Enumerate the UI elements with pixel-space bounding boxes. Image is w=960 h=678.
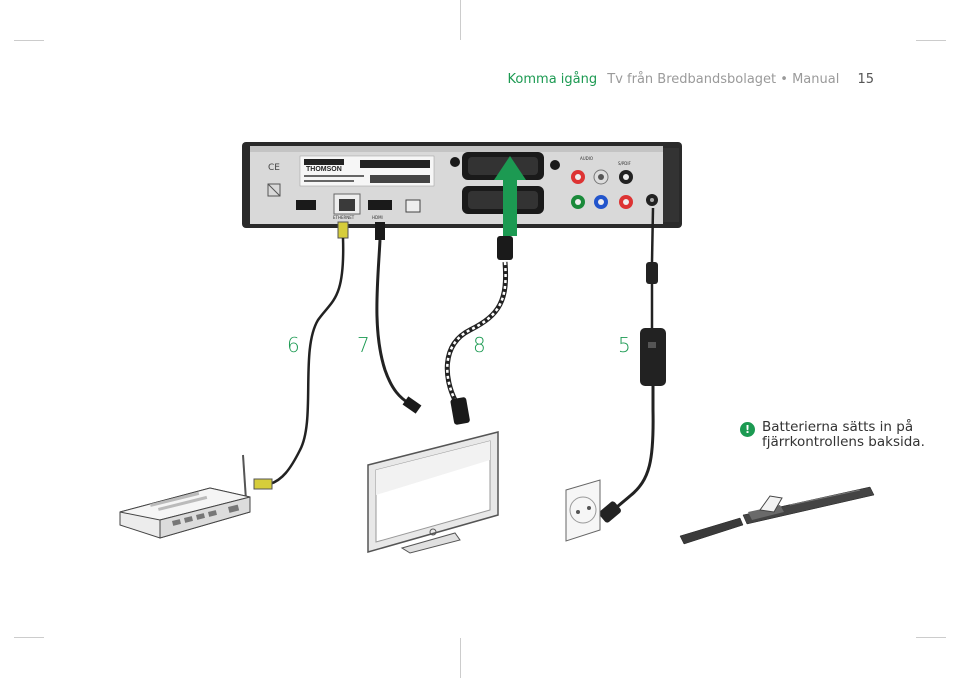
battery-note: ! Batterierna sätts in på fjärrkontrolle…: [740, 420, 930, 450]
crop-mark: [460, 0, 461, 40]
crop-mark: [14, 637, 44, 638]
power-cable: [599, 207, 666, 523]
battery-note-text: Batterierna sätts in på fjärrkontrollens…: [762, 419, 925, 450]
page-number: 15: [857, 72, 874, 87]
crop-mark: [916, 637, 946, 638]
brand-label: THOMSON: [306, 166, 342, 173]
spdif-label: S/PDIF: [618, 161, 632, 166]
ethernet-cable: [253, 221, 349, 490]
svg-text:CE: CE: [268, 163, 280, 173]
crop-mark: [916, 40, 946, 41]
crop-mark: [14, 40, 44, 41]
hdmi-label: HDMI: [372, 215, 383, 220]
scart-cable: [444, 236, 513, 425]
set-top-box: THOMSON CE ETHERNET HDMI AUDIO S/PDIF: [242, 142, 682, 228]
tv: [367, 431, 499, 554]
ethernet-label: ETHERNET: [333, 215, 355, 220]
step-number-5: 5: [618, 333, 631, 357]
step-number-8: 8: [473, 333, 486, 357]
step-number-6: 6: [287, 333, 300, 357]
hdmi-cable: [375, 222, 422, 414]
section-title: Komma igång: [507, 72, 598, 87]
router: [119, 454, 251, 539]
scart-arrow: [494, 156, 526, 236]
audio-label: AUDIO: [580, 156, 593, 161]
manual-title: Tv från Bredbandsbolaget • Manual: [607, 72, 840, 87]
remote-control: [679, 486, 875, 545]
step-number-7: 7: [357, 333, 370, 357]
crop-mark: [460, 638, 461, 678]
wall-outlet: [565, 479, 601, 542]
exclamation-icon: !: [740, 422, 755, 437]
page-header: Komma igång Tv från Bredbandsbolaget • M…: [508, 72, 874, 87]
